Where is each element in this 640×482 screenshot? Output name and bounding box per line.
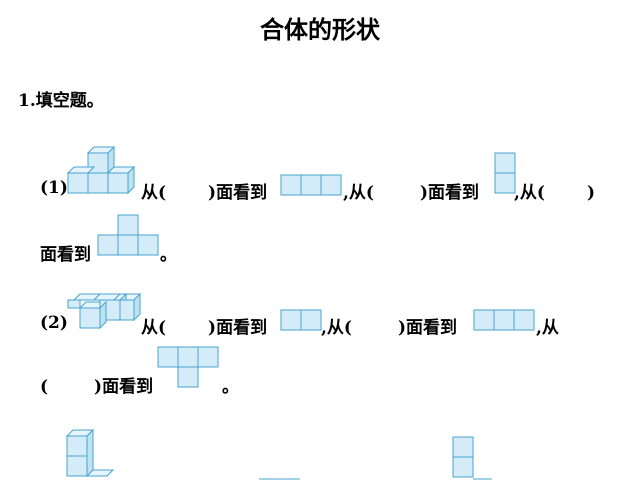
q2-solid-figure: [66, 292, 142, 334]
q2-end: 。: [222, 377, 239, 397]
q2-view-row-of-two: [280, 309, 324, 331]
q2-text-from-3: ,从: [536, 318, 559, 338]
q1-view-column-of-two: [494, 152, 516, 196]
q1-text-from-3: ,从(): [514, 183, 596, 203]
q1-number: (1): [40, 178, 68, 198]
q2-view-inverted-t-shape: [157, 346, 221, 390]
question-number: 1.: [18, 91, 36, 111]
q2-text-from-4: ()面看到: [40, 377, 154, 397]
bottom-view-partial-2: [452, 436, 496, 482]
q1-text-from-1: 从()面看到: [141, 183, 268, 203]
q2-text-from-2: ,从()面看到: [321, 318, 458, 338]
q2-view-row-of-three: [473, 309, 537, 331]
bottom-solid-figure: [64, 428, 124, 480]
q1-text-view-4: 面看到: [40, 245, 91, 265]
question-heading: 1.填空题。: [18, 86, 104, 111]
q1-view-row-of-three: [280, 174, 344, 196]
question-label: 填空题。: [35, 91, 104, 111]
q1-solid-figure: [66, 143, 142, 195]
q2-number: (2): [40, 313, 68, 333]
q1-text-from-2: ,从()面看到: [343, 183, 480, 203]
q1-end: 。: [160, 245, 177, 265]
page-title: 合体的形状: [260, 15, 380, 44]
q2-text-from-1: 从()面看到: [141, 318, 268, 338]
bottom-view-partial-1: [258, 476, 302, 482]
q1-view-t-shape: [97, 214, 161, 258]
